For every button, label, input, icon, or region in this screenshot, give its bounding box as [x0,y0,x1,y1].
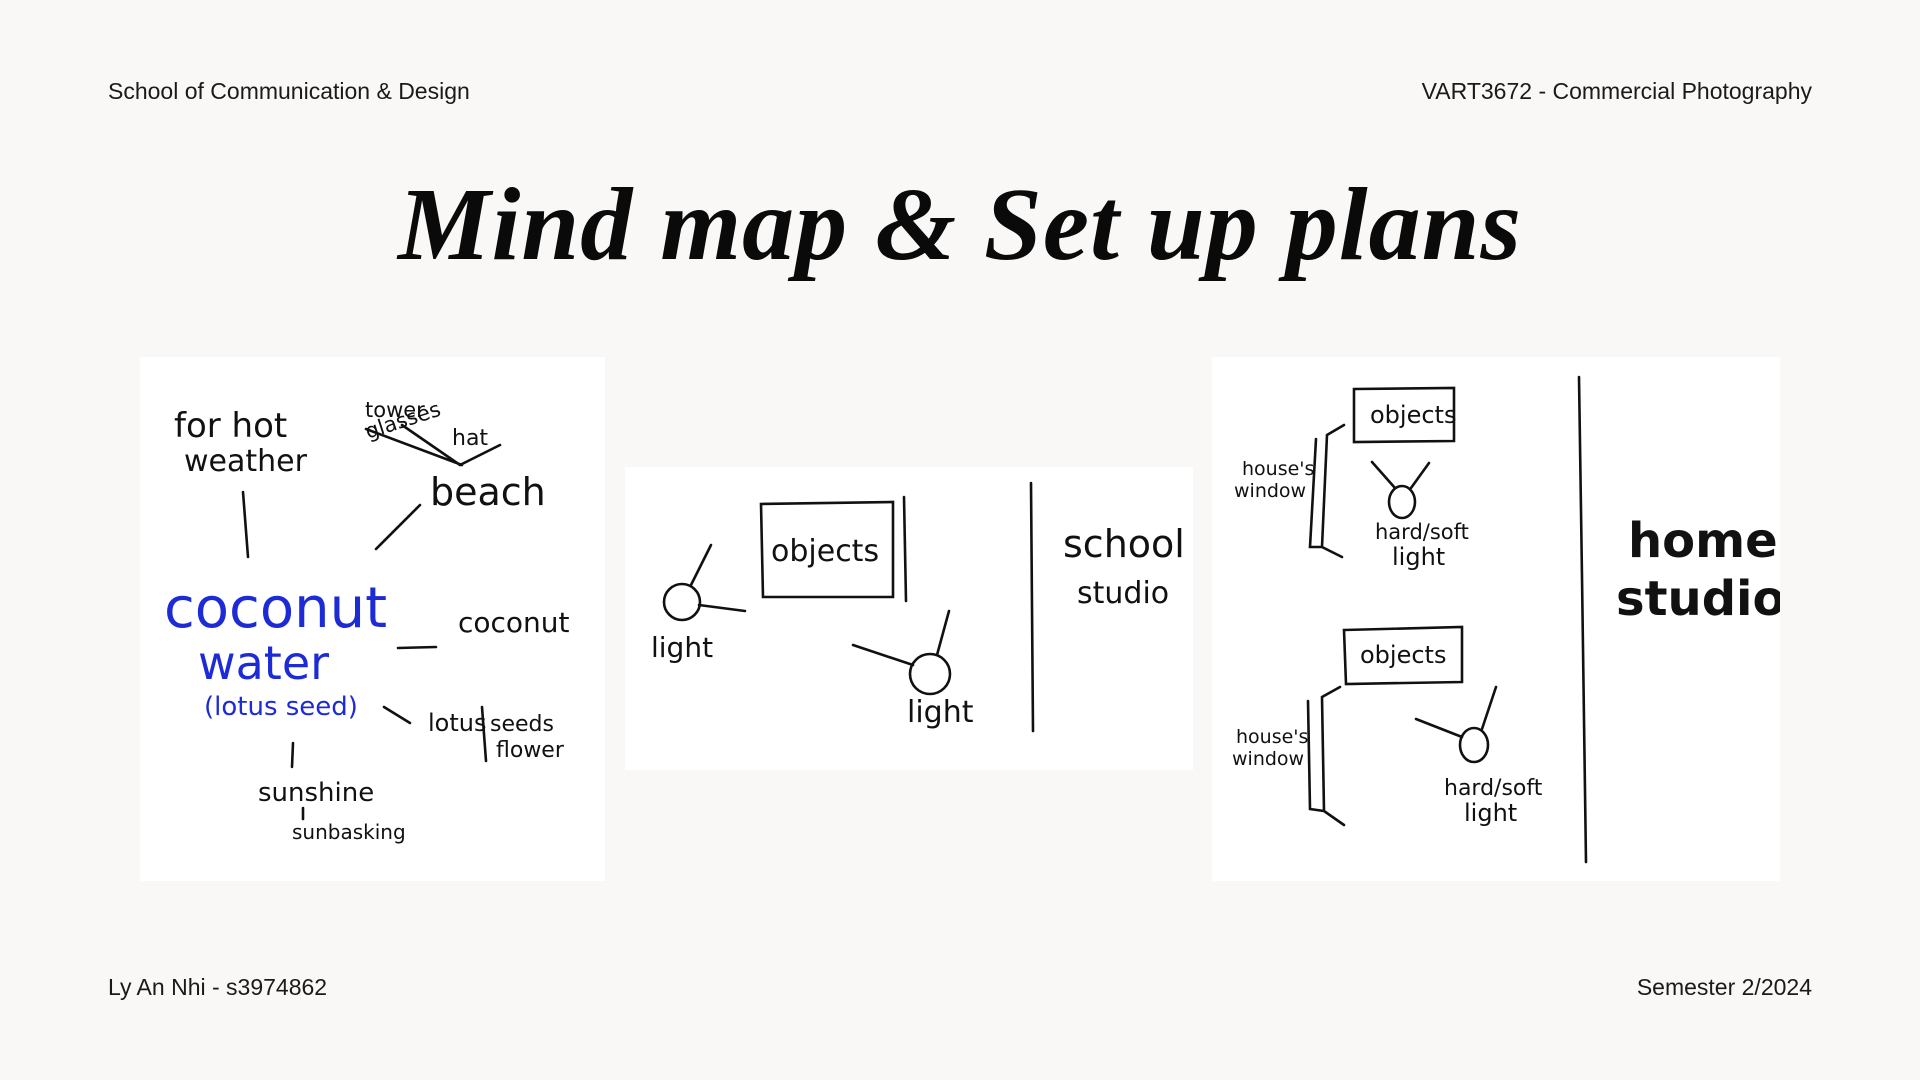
connector-line [480,705,488,763]
school-objects-label: objects [771,534,879,569]
light-icon-left [662,582,702,622]
connector-line [290,741,295,769]
school-studio-drawing: objects light light school studio [651,481,1185,733]
home-window-bottom-line2: window [1232,748,1304,770]
mind-map-tower: tower [365,398,425,422]
home-light-bottom-line2: light [1464,799,1517,827]
connector-line [396,645,438,650]
home-location-line1: home [1628,513,1778,569]
home-light-bottom-line1: hard/soft [1444,776,1543,801]
home-window-top-line2: window [1234,480,1306,502]
mind-map-center-line1: coconut [164,576,387,641]
mind-map-beach: beach [430,470,546,514]
light-icon-top [1387,484,1417,520]
mind-map-flower: flower [496,738,565,763]
page-title: Mind map & Set up plans [398,167,1522,282]
light-stand-left [689,543,747,613]
mind-map-sketch: for hot weather tower glasses hat beach … [140,357,605,881]
home-light-top-line1: hard/soft [1375,520,1469,544]
light-icon-right [908,652,952,696]
objects-box-bottom [1342,625,1464,686]
home-studio-plan: objects house's window hard/soft light o… [1212,357,1780,881]
mind-map-lotus: lotus [428,709,486,737]
home-window-top-line1: house's [1242,458,1314,480]
window-bottom [1306,685,1346,827]
light-stand-right [851,609,951,667]
mind-map-hot-line2: weather [184,444,308,479]
home-studio-drawing: objects house's window hard/soft light o… [1232,375,1780,864]
mind-map-center-line2: water [198,636,329,690]
mind-map-center-sub: (lotus seed) [204,692,358,722]
connector-line [382,705,412,725]
light-stand-top [1370,460,1431,490]
school-light-right-label: light [907,695,974,730]
objects-box [759,495,908,603]
school-location-line1: school [1063,522,1185,566]
school-studio-plan: objects light light school studio [625,467,1193,770]
mind-map-drawing: for hot weather tower glasses hat beach … [164,397,570,844]
connector-line [241,490,250,559]
footer-semester: Semester 2/2024 [1636,974,1812,1000]
footer-student-name: Ly An Nhi - s3974862 [108,974,328,1000]
mind-map-coconut: coconut [458,606,570,639]
school-location-line2: studio [1077,576,1169,611]
connector-line [374,503,422,551]
mind-map-sunshine: sunshine [258,778,374,808]
mind-map-hat: hat [452,426,488,451]
wall-line [1577,375,1588,864]
home-location-line2: studio [1616,571,1780,627]
home-light-top-line2: light [1392,543,1445,571]
connector-line [364,423,502,467]
mind-map-sunbasking: sunbasking [292,820,406,844]
home-objects-bottom-label: objects [1360,641,1446,669]
home-objects-top-label: objects [1370,401,1456,429]
objects-box-top [1352,386,1456,444]
school-light-left-label: light [651,631,713,664]
window-top [1308,423,1346,559]
mind-map-seeds: seeds [490,712,554,737]
header-course-name: VART3672 - Commercial Photography [1421,78,1812,104]
home-window-bottom-line1: house's [1236,726,1308,748]
header-school-name: School of Communication & Design [108,78,470,104]
wall-line [1029,481,1035,733]
light-icon-bottom [1458,726,1490,764]
mind-map-hot-line1: for hot [174,406,287,446]
light-stand-bottom [1414,685,1498,739]
